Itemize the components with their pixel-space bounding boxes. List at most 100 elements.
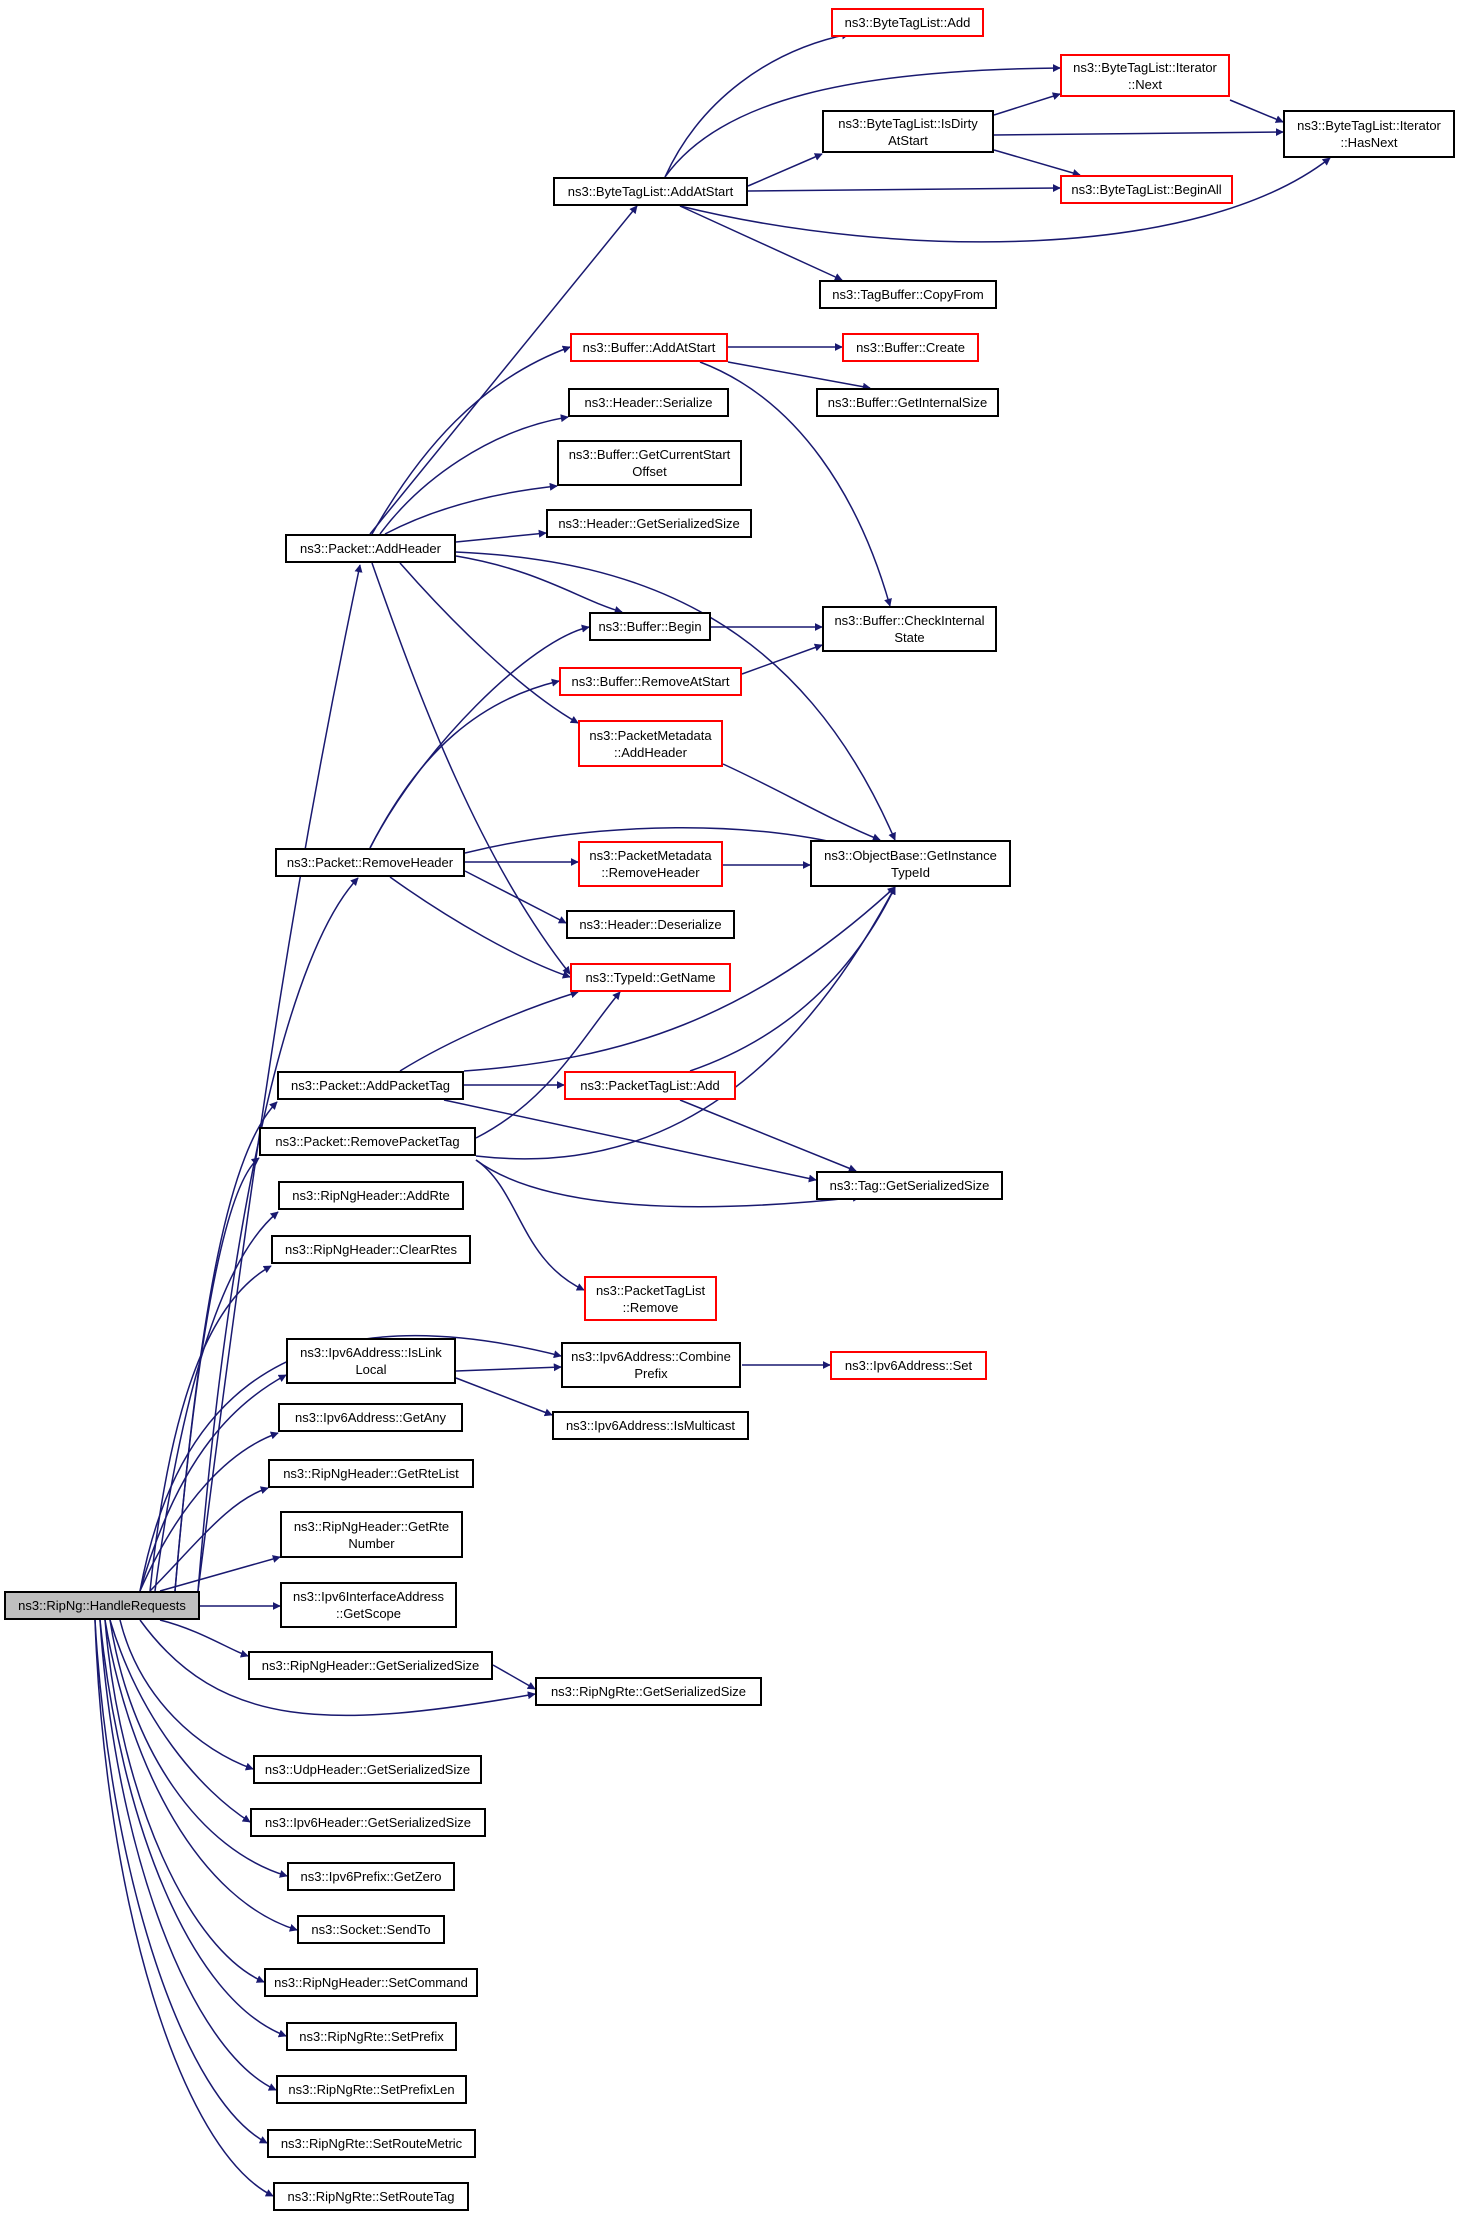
call-edge bbox=[747, 153, 823, 187]
call-edge bbox=[475, 1159, 585, 1291]
call-edge bbox=[455, 1377, 553, 1417]
node-ipv6header-getserializedsize[interactable]: ns3::Ipv6Header::GetSerializedSize bbox=[250, 1808, 486, 1837]
node-ipv6address-set[interactable]: ns3::Ipv6Address::Set bbox=[830, 1351, 987, 1380]
call-edge bbox=[99, 1619, 277, 2091]
node-socket-sendto[interactable]: ns3::Socket::SendTo bbox=[297, 1915, 445, 1944]
call-edge bbox=[159, 1555, 281, 1592]
call-edge bbox=[139, 1431, 279, 1592]
node-tagbuffer-copyfrom[interactable]: ns3::TagBuffer::CopyFrom bbox=[819, 280, 997, 309]
node-ripngrte-setroutemetric[interactable]: ns3::RipNgRte::SetRouteMetric bbox=[267, 2129, 476, 2158]
call-edge bbox=[679, 157, 1331, 243]
node-buffer-removeatstart[interactable]: ns3::Buffer::RemoveAtStart bbox=[559, 667, 742, 696]
node-ipv6address-islinklocal[interactable]: ns3::Ipv6Address::IsLink Local bbox=[286, 1338, 456, 1384]
node-header-getserializedsize[interactable]: ns3::Header::GetSerializedSize bbox=[546, 509, 752, 538]
call-edge bbox=[389, 876, 571, 979]
call-edge bbox=[727, 361, 871, 391]
call-edge bbox=[159, 1619, 249, 1658]
call-edge bbox=[399, 990, 579, 1072]
node-ipv6address-ismulticast[interactable]: ns3::Ipv6Address::IsMulticast bbox=[552, 1411, 749, 1440]
node-ipv6prefix-getzero[interactable]: ns3::Ipv6Prefix::GetZero bbox=[287, 1862, 455, 1891]
call-edge bbox=[99, 1619, 287, 2038]
node-ripngheader-addrte[interactable]: ns3::RipNgHeader::AddRte bbox=[278, 1181, 464, 1210]
node-buffer-addatstart[interactable]: ns3::Buffer::AddAtStart bbox=[570, 333, 728, 362]
call-edge bbox=[664, 64, 1061, 178]
call-edge bbox=[443, 1099, 817, 1183]
node-ripngheader-getrtelist[interactable]: ns3::RipNgHeader::GetRteList bbox=[268, 1459, 474, 1488]
node-udpheader-getserializedsize[interactable]: ns3::UdpHeader::GetSerializedSize bbox=[253, 1755, 482, 1784]
node-packet-removeheader[interactable]: ns3::Packet::RemoveHeader bbox=[275, 848, 465, 877]
node-bytetaglist-isdirtyatstart[interactable]: ns3::ByteTagList::IsDirty AtStart bbox=[822, 110, 994, 153]
node-packet-addheader[interactable]: ns3::Packet::AddHeader bbox=[285, 534, 456, 563]
call-edge bbox=[475, 991, 621, 1139]
call-edge bbox=[371, 562, 571, 975]
call-edge bbox=[679, 1099, 857, 1173]
call-edge bbox=[139, 1619, 536, 1717]
node-packetmetadata-addheader[interactable]: ns3::PacketMetadata ::AddHeader bbox=[578, 720, 723, 767]
call-edge bbox=[149, 1486, 269, 1592]
call-edge bbox=[369, 678, 560, 849]
call-edge bbox=[463, 886, 896, 1072]
call-edge bbox=[94, 1619, 274, 2197]
call-edge bbox=[139, 1374, 287, 1592]
node-ripngrte-setprefix[interactable]: ns3::RipNgRte::SetPrefix bbox=[286, 2022, 457, 2051]
call-edge bbox=[747, 184, 1061, 193]
call-edge bbox=[464, 826, 861, 854]
node-packettaglist-add[interactable]: ns3::PacketTagList::Add bbox=[564, 1071, 736, 1100]
call-edge bbox=[379, 414, 569, 535]
call-edge bbox=[109, 1619, 288, 1878]
node-typeid-getname[interactable]: ns3::TypeId::GetName bbox=[570, 963, 731, 992]
call-edge bbox=[139, 1334, 562, 1592]
node-ipv6interfaceaddress-getscope[interactable]: ns3::Ipv6InterfaceAddress ::GetScope bbox=[280, 1582, 457, 1628]
node-tag-getserializedsize[interactable]: ns3::Tag::GetSerializedSize bbox=[816, 1171, 1003, 1200]
call-edge bbox=[174, 1101, 278, 1592]
call-edge bbox=[689, 886, 896, 1072]
call-edge bbox=[371, 345, 571, 535]
call-edge bbox=[399, 562, 579, 724]
node-ripngheader-getrtenumber[interactable]: ns3::RipNgHeader::GetRte Number bbox=[280, 1511, 463, 1558]
node-buffer-create[interactable]: ns3::Buffer::Create bbox=[842, 333, 979, 362]
node-ripngrte-setprefixlen[interactable]: ns3::RipNgRte::SetPrefixLen bbox=[276, 2075, 467, 2104]
node-header-serialize[interactable]: ns3::Header::Serialize bbox=[568, 388, 729, 417]
call-edge bbox=[455, 551, 896, 841]
call-edge bbox=[94, 1619, 268, 2144]
call-edge bbox=[455, 1363, 562, 1372]
call-edge bbox=[475, 886, 896, 1160]
node-ripngheader-clearrtes[interactable]: ns3::RipNgHeader::ClearRtes bbox=[271, 1235, 471, 1264]
call-edge bbox=[104, 1619, 265, 1983]
call-edge bbox=[174, 1157, 260, 1592]
node-ipv6address-combineprefix[interactable]: ns3::Ipv6Address::Combine Prefix bbox=[561, 1342, 741, 1388]
node-buffer-getinternalsize[interactable]: ns3::Buffer::GetInternalSize bbox=[816, 388, 999, 417]
call-edge bbox=[679, 205, 843, 281]
call-edge bbox=[455, 555, 623, 614]
node-packet-removepackettag[interactable]: ns3::Packet::RemovePacketTag bbox=[259, 1127, 476, 1156]
call-edge bbox=[664, 31, 850, 178]
call-edge bbox=[699, 361, 892, 607]
node-packettaglist-remove[interactable]: ns3::PacketTagList ::Remove bbox=[584, 1276, 717, 1321]
node-ripngrte-getserializedsize[interactable]: ns3::RipNgRte::GetSerializedSize bbox=[535, 1677, 762, 1706]
node-header-deserialize[interactable]: ns3::Header::Deserialize bbox=[566, 910, 735, 939]
node-ripngheader-getserializedsize[interactable]: ns3::RipNgHeader::GetSerializedSize bbox=[248, 1651, 493, 1680]
call-edge bbox=[384, 482, 558, 535]
node-bytetaglist-iterator-hasnext[interactable]: ns3::ByteTagList::Iterator ::HasNext bbox=[1283, 110, 1455, 158]
node-packetmetadata-removeheader[interactable]: ns3::PacketMetadata ::RemoveHeader bbox=[578, 841, 723, 887]
node-ripngheader-setcommand[interactable]: ns3::RipNgHeader::SetCommand bbox=[264, 1968, 478, 1997]
call-edge bbox=[722, 763, 881, 842]
node-buffer-getcurrentstartoffset[interactable]: ns3::Buffer::GetCurrentStart Offset bbox=[557, 440, 742, 486]
node-ipv6address-getany[interactable]: ns3::Ipv6Address::GetAny bbox=[278, 1403, 463, 1432]
node-bytetaglist-beginall[interactable]: ns3::ByteTagList::BeginAll bbox=[1060, 175, 1233, 204]
call-edge bbox=[197, 877, 359, 1592]
node-objectbase-getinstancetypeid[interactable]: ns3::ObjectBase::GetInstance TypeId bbox=[810, 840, 1011, 887]
node-bytetaglist-iterator-next[interactable]: ns3::ByteTagList::Iterator ::Next bbox=[1060, 54, 1230, 97]
node-bytetaglist-addatstart[interactable]: ns3::ByteTagList::AddAtStart bbox=[553, 177, 748, 206]
call-edge bbox=[475, 1159, 861, 1208]
node-buffer-begin[interactable]: ns3::Buffer::Begin bbox=[589, 612, 711, 641]
call-edge bbox=[993, 149, 1081, 177]
node-bytetaglist-add[interactable]: ns3::ByteTagList::Add bbox=[831, 8, 984, 37]
node-buffer-checkinternalstate[interactable]: ns3::Buffer::CheckInternal State bbox=[822, 606, 997, 652]
call-edge bbox=[119, 1619, 254, 1771]
node-ripng-handlerequests[interactable]: ns3::RipNg::HandleRequests bbox=[4, 1591, 200, 1620]
node-packet-addpackettag[interactable]: ns3::Packet::AddPacketTag bbox=[277, 1071, 464, 1100]
node-ripngrte-setroutetag[interactable]: ns3::RipNgRte::SetRouteTag bbox=[273, 2182, 469, 2211]
call-edge bbox=[993, 92, 1061, 116]
